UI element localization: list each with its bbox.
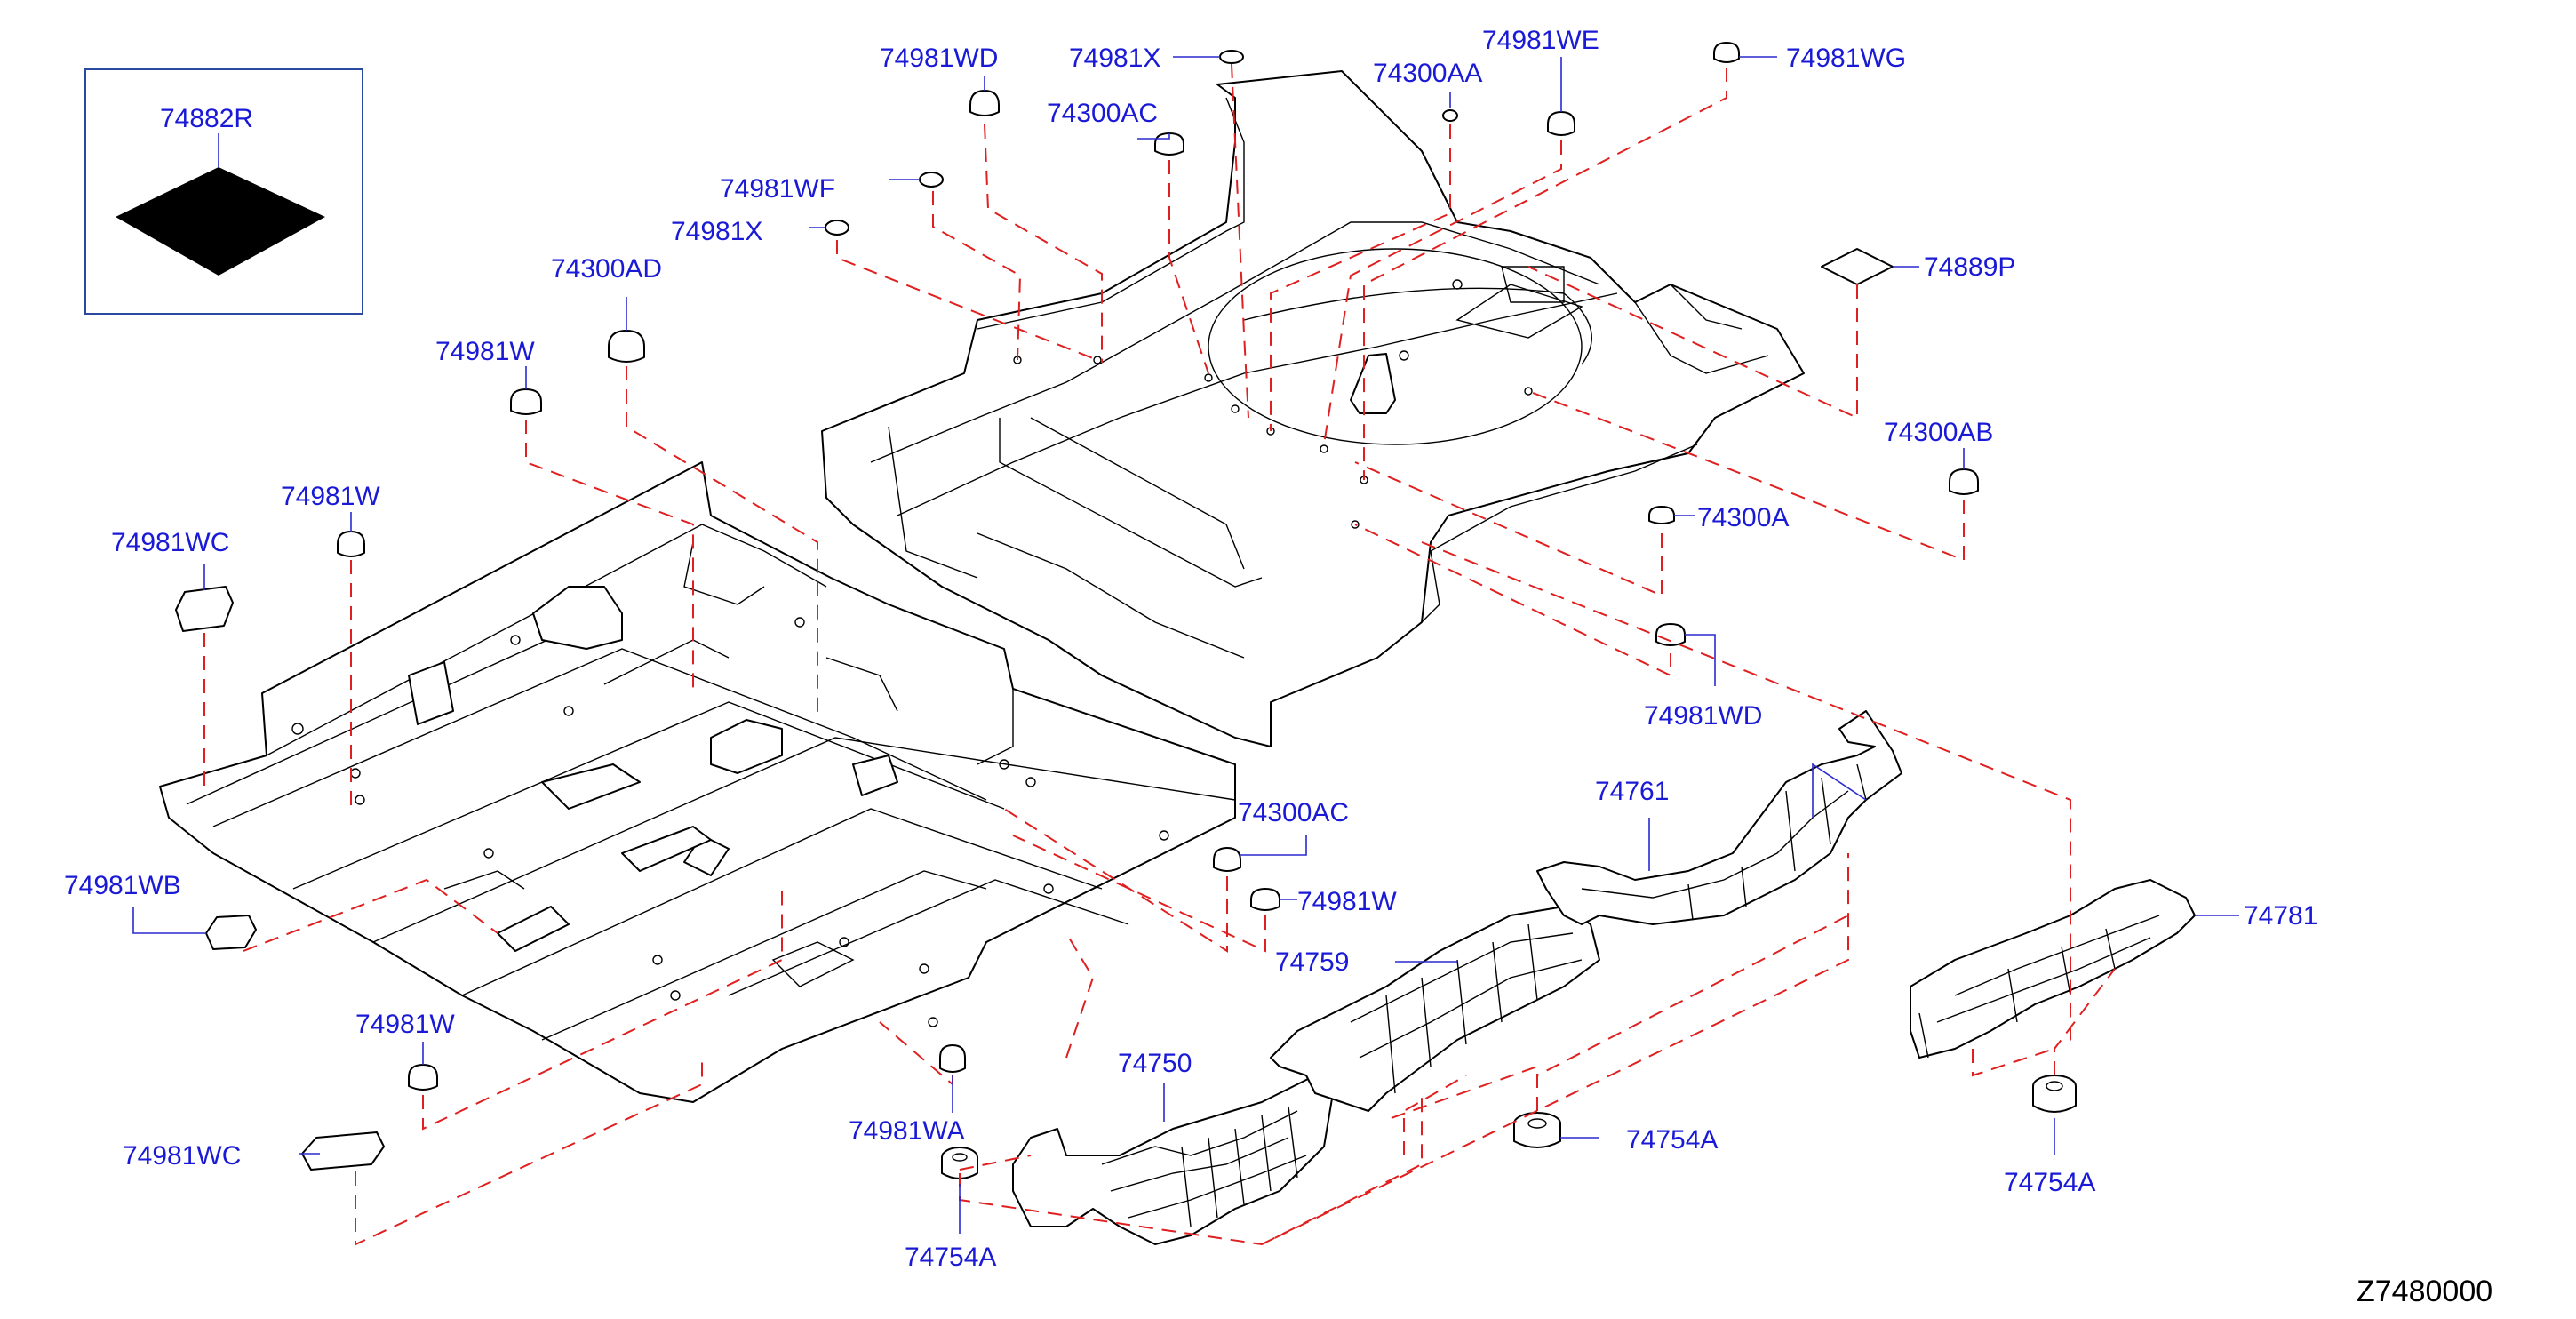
label-74300A[interactable]: 74300A	[1697, 503, 1789, 532]
plug-74981WB	[205, 915, 257, 950]
label-74981WD-mid[interactable]: 74981WD	[1644, 701, 1762, 731]
label-74300AA[interactable]: 74300AA	[1373, 59, 1482, 88]
label-74981X-mid[interactable]: 74981X	[671, 217, 762, 246]
label-74981W-d[interactable]: 74981W	[355, 1010, 455, 1039]
mount-74754A-right	[2032, 1075, 2077, 1113]
plug-74981WC-bottom	[301, 1131, 385, 1171]
label-74781[interactable]: 74781	[2244, 901, 2317, 931]
label-74754A-right[interactable]: 74754A	[2004, 1168, 2095, 1197]
insulator-pad-74882R	[116, 167, 325, 276]
plug-74300AB	[1949, 468, 1979, 495]
label-74981WC-top[interactable]: 74981WC	[111, 528, 229, 557]
plug-74300AA	[1442, 109, 1458, 122]
mount-74754A-middle	[1513, 1112, 1561, 1148]
label-74981WC-bottom[interactable]: 74981WC	[123, 1141, 241, 1171]
plug-74981W-b	[337, 531, 365, 557]
plug-74981WA	[939, 1044, 966, 1073]
label-74300AB[interactable]: 74300AB	[1884, 418, 1993, 447]
plug-74981WD-top	[969, 90, 1000, 116]
plug-74981W-c	[1250, 888, 1280, 911]
label-74300AC-low[interactable]: 74300AC	[1238, 798, 1349, 827]
mount-74754A-bottom	[941, 1147, 978, 1179]
rear-floor-panel	[821, 70, 1805, 747]
label-leaders	[132, 56, 2239, 1234]
front-floor-panel	[159, 461, 1236, 1103]
label-74981W-a[interactable]: 74981W	[435, 337, 535, 366]
label-74750[interactable]: 74750	[1118, 1049, 1192, 1078]
label-74981WB[interactable]: 74981WB	[64, 871, 181, 900]
inset-box-74882R	[84, 68, 363, 315]
label-74300AD[interactable]: 74300AD	[551, 254, 662, 284]
label-74754A-middle[interactable]: 74754A	[1626, 1125, 1718, 1155]
label-74759[interactable]: 74759	[1275, 947, 1349, 977]
label-74981WE[interactable]: 74981WE	[1482, 26, 1599, 55]
part-number-labels: 74882R 74981WD 74981X 74300AA 74981WE 74…	[64, 26, 2492, 1308]
label-74981W-b[interactable]: 74981W	[281, 482, 380, 511]
label-74882R[interactable]: 74882R	[160, 104, 253, 133]
plug-parts	[175, 42, 2077, 1179]
plug-74981WG	[1713, 42, 1740, 63]
heat-insulator-74750	[1012, 1075, 1334, 1245]
label-74981WG[interactable]: 74981WG	[1786, 44, 1906, 73]
plug-74981WE	[1547, 111, 1575, 136]
label-74981WA[interactable]: 74981WA	[849, 1116, 965, 1146]
label-74981X-top[interactable]: 74981X	[1069, 44, 1160, 73]
plug-74981WC-top	[175, 586, 234, 632]
label-74981WF[interactable]: 74981WF	[720, 174, 835, 204]
plug-74981W-a	[510, 388, 542, 415]
diagram-reference-code: Z7480000	[2357, 1275, 2492, 1308]
patch-74889P	[1821, 248, 1894, 285]
plug-74981X-mid	[825, 220, 849, 236]
heat-insulator-74781	[1910, 879, 2196, 1059]
plug-74981X-top	[1219, 50, 1244, 64]
plug-74981W-d	[408, 1064, 438, 1091]
plug-74300A	[1648, 506, 1675, 524]
inset-frame	[84, 68, 363, 315]
label-74754A-bottom[interactable]: 74754A	[905, 1243, 996, 1272]
label-74300AC-top[interactable]: 74300AC	[1047, 99, 1158, 128]
heat-insulator-74761	[1536, 710, 1902, 925]
label-74761[interactable]: 74761	[1595, 777, 1669, 806]
plug-74981WD-mid	[1655, 623, 1686, 646]
plug-74300AC-low	[1213, 847, 1241, 872]
label-74889P[interactable]: 74889P	[1924, 252, 2015, 282]
plug-74300AD	[608, 330, 645, 363]
plug-74981WF	[919, 172, 944, 188]
label-74981WD-top[interactable]: 74981WD	[880, 44, 998, 73]
label-74981W-c[interactable]: 74981W	[1297, 887, 1397, 916]
heat-insulator-74759	[1270, 906, 1600, 1112]
